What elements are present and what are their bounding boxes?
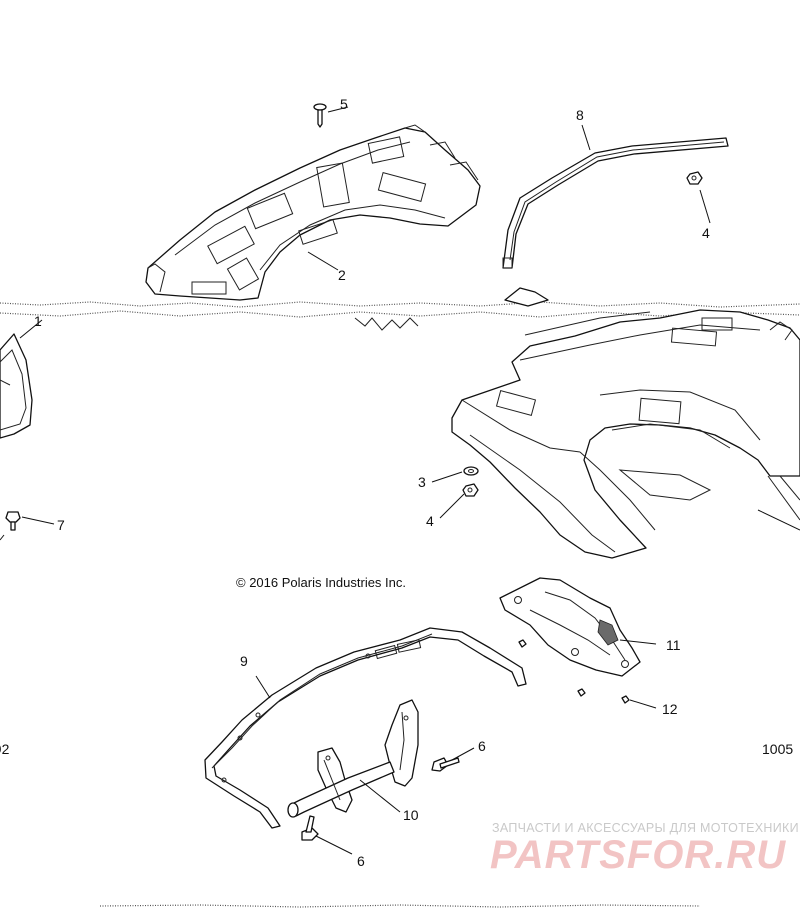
callout-4-middle: 4 — [426, 513, 434, 529]
main-rear-fender — [451, 287, 800, 559]
watermark: ЗАПЧАСТИ И АКСЕССУАРЫ ДЛЯ МОТОТЕХНИКИ PA… — [490, 821, 799, 877]
callout-6-lower: 6 — [357, 853, 365, 869]
copyright-notice: © 2016 Polaris Industries Inc. — [236, 575, 406, 590]
callout-11: 11 — [666, 637, 681, 653]
callout-6-upper: 6 — [478, 738, 486, 754]
callout-10: 10 — [403, 807, 419, 823]
part-10-bracket — [287, 699, 419, 818]
callout-labels: 1 2 3 4 4 5 6 6 7 8 9 10 11 12 — [34, 96, 710, 869]
torn-page-seam — [0, 301, 800, 331]
callout-1: 1 — [34, 313, 42, 329]
part-4-nut-top — [686, 171, 703, 185]
part-9-bumper-bar — [204, 627, 527, 829]
leader-lines — [0, 106, 800, 855]
callout-4-top: 4 — [702, 225, 710, 241]
watermark-tagline: ЗАПЧАСТИ И АКСЕССУАРЫ ДЛЯ МОТОТЕХНИКИ — [492, 821, 799, 835]
callout-3: 3 — [418, 474, 426, 490]
part-2-rear-rack — [145, 124, 481, 301]
part-5-screw — [313, 103, 327, 128]
callout-2: 2 — [338, 267, 346, 283]
callout-8: 8 — [576, 107, 584, 123]
part-7-rivet — [5, 511, 21, 531]
callout-7: 7 — [57, 517, 65, 533]
part-6-bolt-upper — [431, 757, 460, 772]
callout-12: 12 — [662, 701, 678, 717]
reference-number-left: 592 — [0, 741, 10, 757]
part-8-bar — [502, 137, 729, 269]
callout-5: 5 — [340, 96, 348, 112]
watermark-brand: PARTSFOR.RU — [490, 833, 786, 877]
reference-number-right: 1005 — [762, 741, 793, 757]
part-1-fender — [0, 333, 33, 439]
part-6-bolt-lower — [301, 815, 319, 841]
part-12-fasteners — [518, 639, 630, 704]
part-4-nut-middle — [462, 483, 479, 497]
callout-9: 9 — [240, 653, 248, 669]
part-3-washer — [463, 466, 479, 476]
part-11-heat-shield — [499, 577, 641, 677]
scan-edge — [99, 904, 701, 908]
